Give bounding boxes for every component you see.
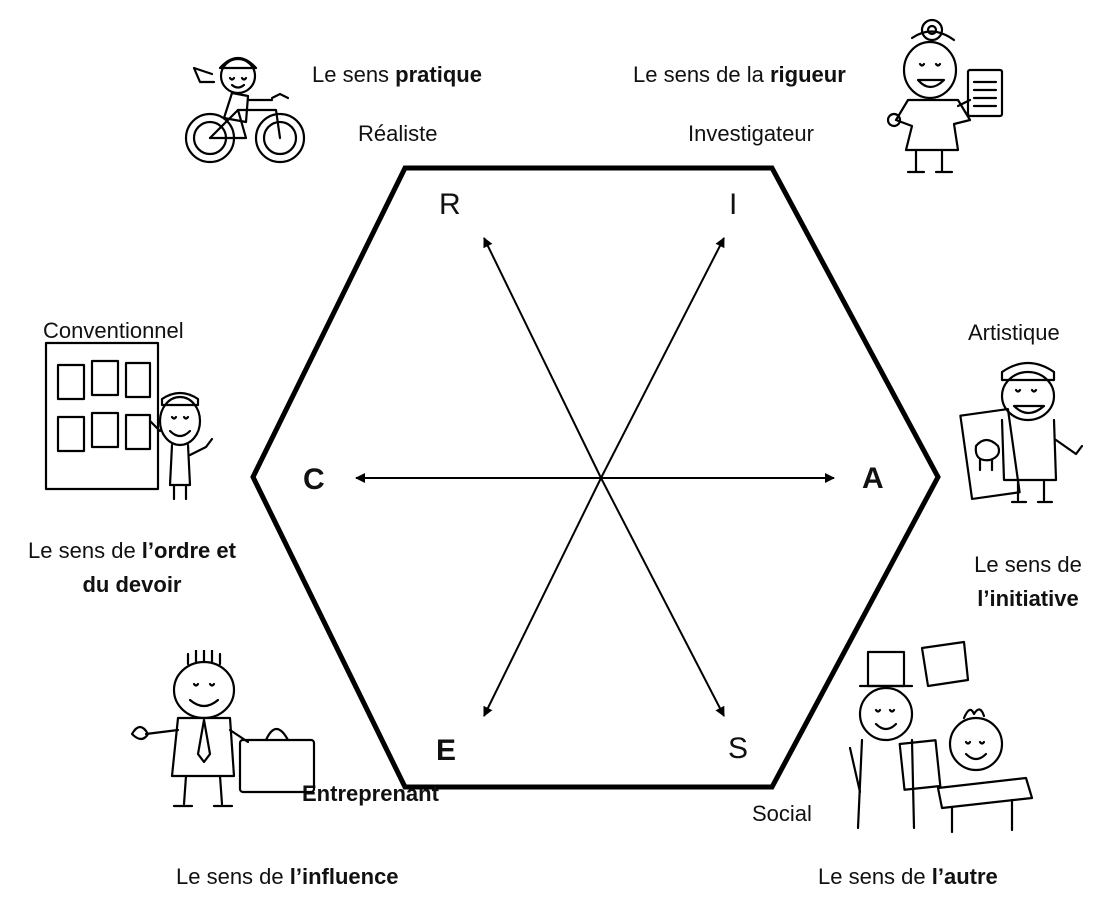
pole-letter-r: R (439, 188, 461, 221)
arrow-center-to-r (483, 237, 602, 479)
tagline-r: Le sens pratique (312, 62, 482, 88)
pole-letter-c: C (303, 463, 325, 496)
tagline-s: Le sens de l’autre (818, 864, 998, 890)
type-label-a: Artistique (968, 320, 1060, 345)
tagline-i-prefix: Le sens de la (633, 62, 770, 87)
arrow-center-to-s (600, 477, 725, 717)
arrow-center-to-i (600, 237, 725, 479)
tagline-e-prefix: Le sens de (176, 864, 290, 889)
tagline-i: Le sens de la rigueur (633, 62, 846, 88)
tagline-r-prefix: Le sens (312, 62, 396, 87)
tagline-s-prefix: Le sens de (818, 864, 932, 889)
pole-letter-i: I (729, 188, 738, 221)
tagline-e: Le sens de l’influence (176, 864, 399, 890)
tagline-a-prefix: Le sens de (974, 552, 1082, 577)
type-label-c: Conventionnel (43, 318, 184, 343)
pole-letter-a: A (862, 462, 884, 495)
tagline-i-bold: rigueur (769, 62, 846, 87)
painter-icon (959, 361, 1084, 504)
tagline-c-bold-line1: l’ordre et (141, 538, 236, 563)
tagline-a: Le sens de l’initiative (958, 552, 1098, 612)
tagline-c-prefix: Le sens de (28, 538, 142, 563)
tagline-r-bold: pratique (395, 62, 482, 87)
type-label-r: Réaliste (358, 121, 438, 146)
tagline-c: Le sens de l’ordre et du devoir (4, 538, 260, 598)
doctor-icon (886, 18, 1004, 174)
type-label-s: Social (752, 801, 812, 826)
tagline-s-bold: l’autre (931, 864, 998, 889)
teacher-icon (848, 640, 1034, 834)
pole-letter-s: S (728, 732, 749, 765)
filing-board-icon (44, 341, 214, 501)
businessman-icon (130, 650, 316, 808)
arrow-center-to-e (483, 477, 602, 717)
hexagon-outline (250, 165, 941, 790)
tagline-c-bold-line2: du devoir (82, 572, 182, 597)
pole-letter-e: E (436, 734, 457, 767)
type-label-e: Entreprenant (302, 781, 439, 806)
type-label-i: Investigateur (688, 121, 814, 146)
tagline-e-bold: l’influence (289, 864, 399, 889)
cyclist-icon (184, 56, 306, 164)
tagline-a-bold: l’initiative (977, 586, 1079, 611)
